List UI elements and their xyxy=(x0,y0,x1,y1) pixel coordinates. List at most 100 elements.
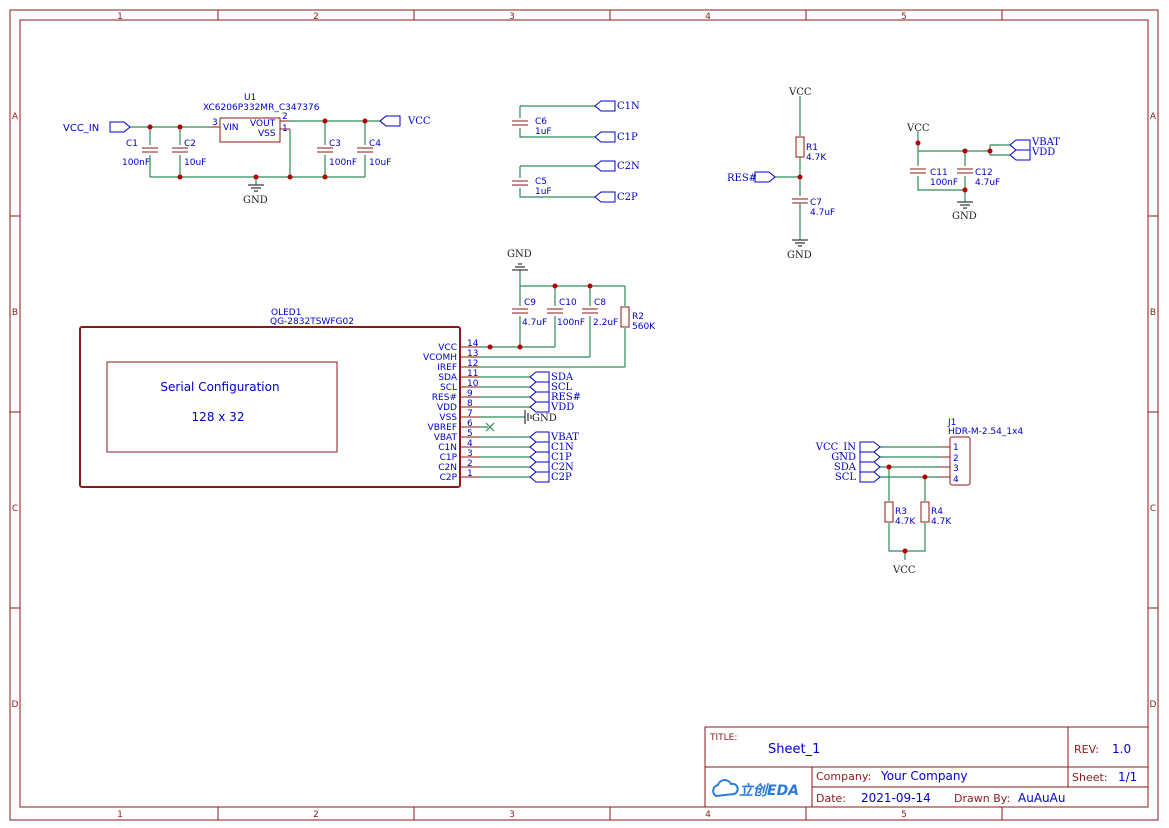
gnd-symbol-c12 xyxy=(957,201,973,209)
c2-symbol xyxy=(172,147,188,153)
vcc-label-c11: VCC xyxy=(906,123,930,134)
c8-ref: C8 xyxy=(594,298,606,308)
vcc-port-u1 xyxy=(379,115,401,127)
charge-pump-section: C6 1uF C5 1uF C1N C1P C2N C2P xyxy=(512,100,640,203)
c11-value: 100nF xyxy=(930,178,958,188)
oled-net-label: SCL xyxy=(551,382,573,393)
c1p-net-label-top: C1P xyxy=(617,132,638,143)
title-label: TITLE: xyxy=(709,733,737,743)
reset-section: VCC R1 4.7K C7 4.7uF RES# GND xyxy=(727,87,835,261)
oled-pin-number: 9 xyxy=(467,389,473,399)
gnd-label-c7: GND xyxy=(787,250,812,261)
j1-pin-4: 4 xyxy=(953,475,959,485)
c12-value: 4.7uF xyxy=(975,178,1000,188)
oled-inner-panel xyxy=(106,361,338,453)
vcc-in-net-label: VCC_IN xyxy=(63,123,99,134)
frame-col-1-bottom: 1 xyxy=(117,810,123,820)
c3-value: 100nF xyxy=(329,158,357,168)
rev-value: 1.0 xyxy=(1112,742,1131,756)
r4-body xyxy=(920,501,930,523)
oled-pin-name: VDD xyxy=(437,403,457,413)
oled-net-label: C2P xyxy=(551,472,572,483)
cloud-logo-icon xyxy=(712,779,739,798)
r1-ref: R1 xyxy=(806,143,818,153)
oled-pin-name: VSS xyxy=(439,413,457,423)
oled-pin-name: RES# xyxy=(432,393,457,403)
u1-pin-vss: VSS xyxy=(258,129,276,139)
company-label: Company: xyxy=(816,770,871,783)
oled-pin-number: 5 xyxy=(467,429,473,439)
oled-pin-number: 13 xyxy=(467,349,478,359)
vcc-net-label-u1: VCC xyxy=(407,116,431,127)
frame-row-d-left: D xyxy=(12,700,19,710)
oled-net-port xyxy=(529,371,550,383)
j1-net-port xyxy=(859,461,881,473)
u1-value: XC6206P332MR_C347376 xyxy=(203,103,320,113)
c7-ref: C7 xyxy=(810,198,822,208)
r2-ref: R2 xyxy=(632,312,644,322)
j1-net-port xyxy=(859,451,881,463)
frame-col-5-bottom: 5 xyxy=(901,810,907,820)
r4-ref: R4 xyxy=(931,507,943,517)
j1-pin-2: 2 xyxy=(953,454,959,464)
frame-row-d-right: D xyxy=(1150,700,1157,710)
r1-body xyxy=(795,136,805,158)
u1-pin3-num: 3 xyxy=(212,118,218,128)
c6-ref: C6 xyxy=(535,117,547,127)
c11-symbol xyxy=(910,168,926,174)
frame-col-3-top: 3 xyxy=(509,12,515,22)
c10-value: 100nF xyxy=(557,318,585,328)
c1-value: 100nF xyxy=(122,158,150,168)
oled-pin-name: SCL xyxy=(440,383,457,393)
oled-decoupling-section: C9 4.7uF C10 100nF C8 2.2uF R2 560K GND xyxy=(480,249,656,368)
header-section: J1 HDR-M-2.54_1x4 1 2 3 4 R3 4.7K R4 4.7… xyxy=(815,418,1024,576)
c11-ref: C11 xyxy=(930,168,948,178)
u1-pin-vin: VIN xyxy=(223,123,239,133)
r1-value: 4.7K xyxy=(806,153,827,163)
gnd-label-u1: GND xyxy=(243,195,268,206)
oled-pin-number: 1 xyxy=(467,469,473,479)
oled-inner-size: 128 x 32 xyxy=(192,410,245,424)
gnd-label-oled-vss: GND xyxy=(532,413,557,424)
vcc-in-port xyxy=(109,121,131,133)
oled-pin-name: SDA xyxy=(438,373,457,383)
vbat-port-top xyxy=(1009,139,1031,151)
c4-symbol xyxy=(357,147,373,153)
c4-value: 10uF xyxy=(369,158,391,168)
j1-pin-3: 3 xyxy=(953,464,959,474)
oled-net-port xyxy=(529,381,550,393)
j1-body xyxy=(949,436,971,486)
u1-pin2-num: 2 xyxy=(282,112,288,122)
j1-net-label: GND xyxy=(831,452,856,463)
c2n-port-top xyxy=(594,160,616,172)
c10-ref: C10 xyxy=(559,298,577,308)
c2-value: 10uF xyxy=(184,158,206,168)
oled-pin-name: C1N xyxy=(438,443,457,453)
c1-symbol xyxy=(142,147,158,153)
c4-ref: C4 xyxy=(369,139,381,149)
c2-ref: C2 xyxy=(184,139,196,149)
c7-value: 4.7uF xyxy=(810,208,835,218)
c5-symbol xyxy=(512,180,528,186)
sheet-number-label: Sheet: xyxy=(1072,771,1108,784)
c1n-net-label-top: C1N xyxy=(617,101,640,112)
gnd-label-c12: GND xyxy=(952,211,977,222)
frame-row-c-left: C xyxy=(12,504,18,514)
oled-pin-number: 12 xyxy=(467,359,478,369)
c2p-net-label-top: C2P xyxy=(617,192,638,203)
frame-col-2-bottom: 2 xyxy=(313,810,319,820)
u1-body xyxy=(219,117,281,143)
gnd-symbol-c7 xyxy=(792,239,808,247)
c6-value: 1uF xyxy=(535,127,552,137)
oled-pin-number: 6 xyxy=(467,419,473,429)
oled-ref: OLED1 xyxy=(271,308,301,318)
gnd-symbol-u1 xyxy=(248,184,264,192)
oled-pin-name: VBAT xyxy=(434,433,458,443)
u1-ref: U1 xyxy=(244,93,256,103)
r2-body xyxy=(620,306,630,328)
j1-net-port xyxy=(859,471,881,483)
drawn-by-value: AuAuAu xyxy=(1018,791,1065,805)
company-value: Your Company xyxy=(880,769,968,783)
